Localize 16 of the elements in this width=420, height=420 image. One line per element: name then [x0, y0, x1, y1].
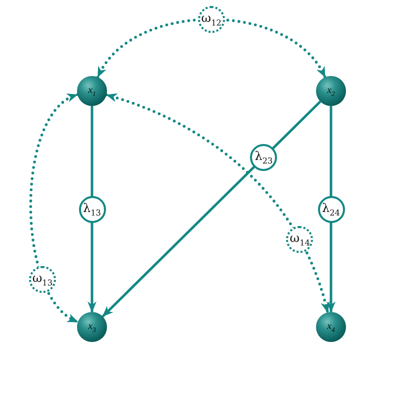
sphere-node	[316, 76, 346, 106]
edge-label: λ$_{13}$	[78, 196, 106, 222]
node-label: x$_{2}$	[327, 86, 335, 96]
node-label: x$_{3}$	[88, 322, 96, 332]
double-headed-arrow	[96, 18, 326, 79]
double-headed-arrow	[29, 93, 80, 324]
sphere-node	[316, 312, 346, 342]
edge-label: ω$_{14}$	[286, 226, 314, 253]
sphere-node	[77, 312, 107, 342]
edge-label: λ$_{23}$	[250, 144, 278, 171]
edge-label: ω$_{12}$	[198, 6, 225, 33]
edge-label: ω$_{13}$	[28, 266, 56, 293]
sphere-node	[77, 76, 107, 106]
edge-label: λ$_{24}$	[318, 196, 344, 222]
node-label: x$_{1}$	[88, 86, 96, 96]
node-label: x$_{4}$	[327, 322, 335, 332]
